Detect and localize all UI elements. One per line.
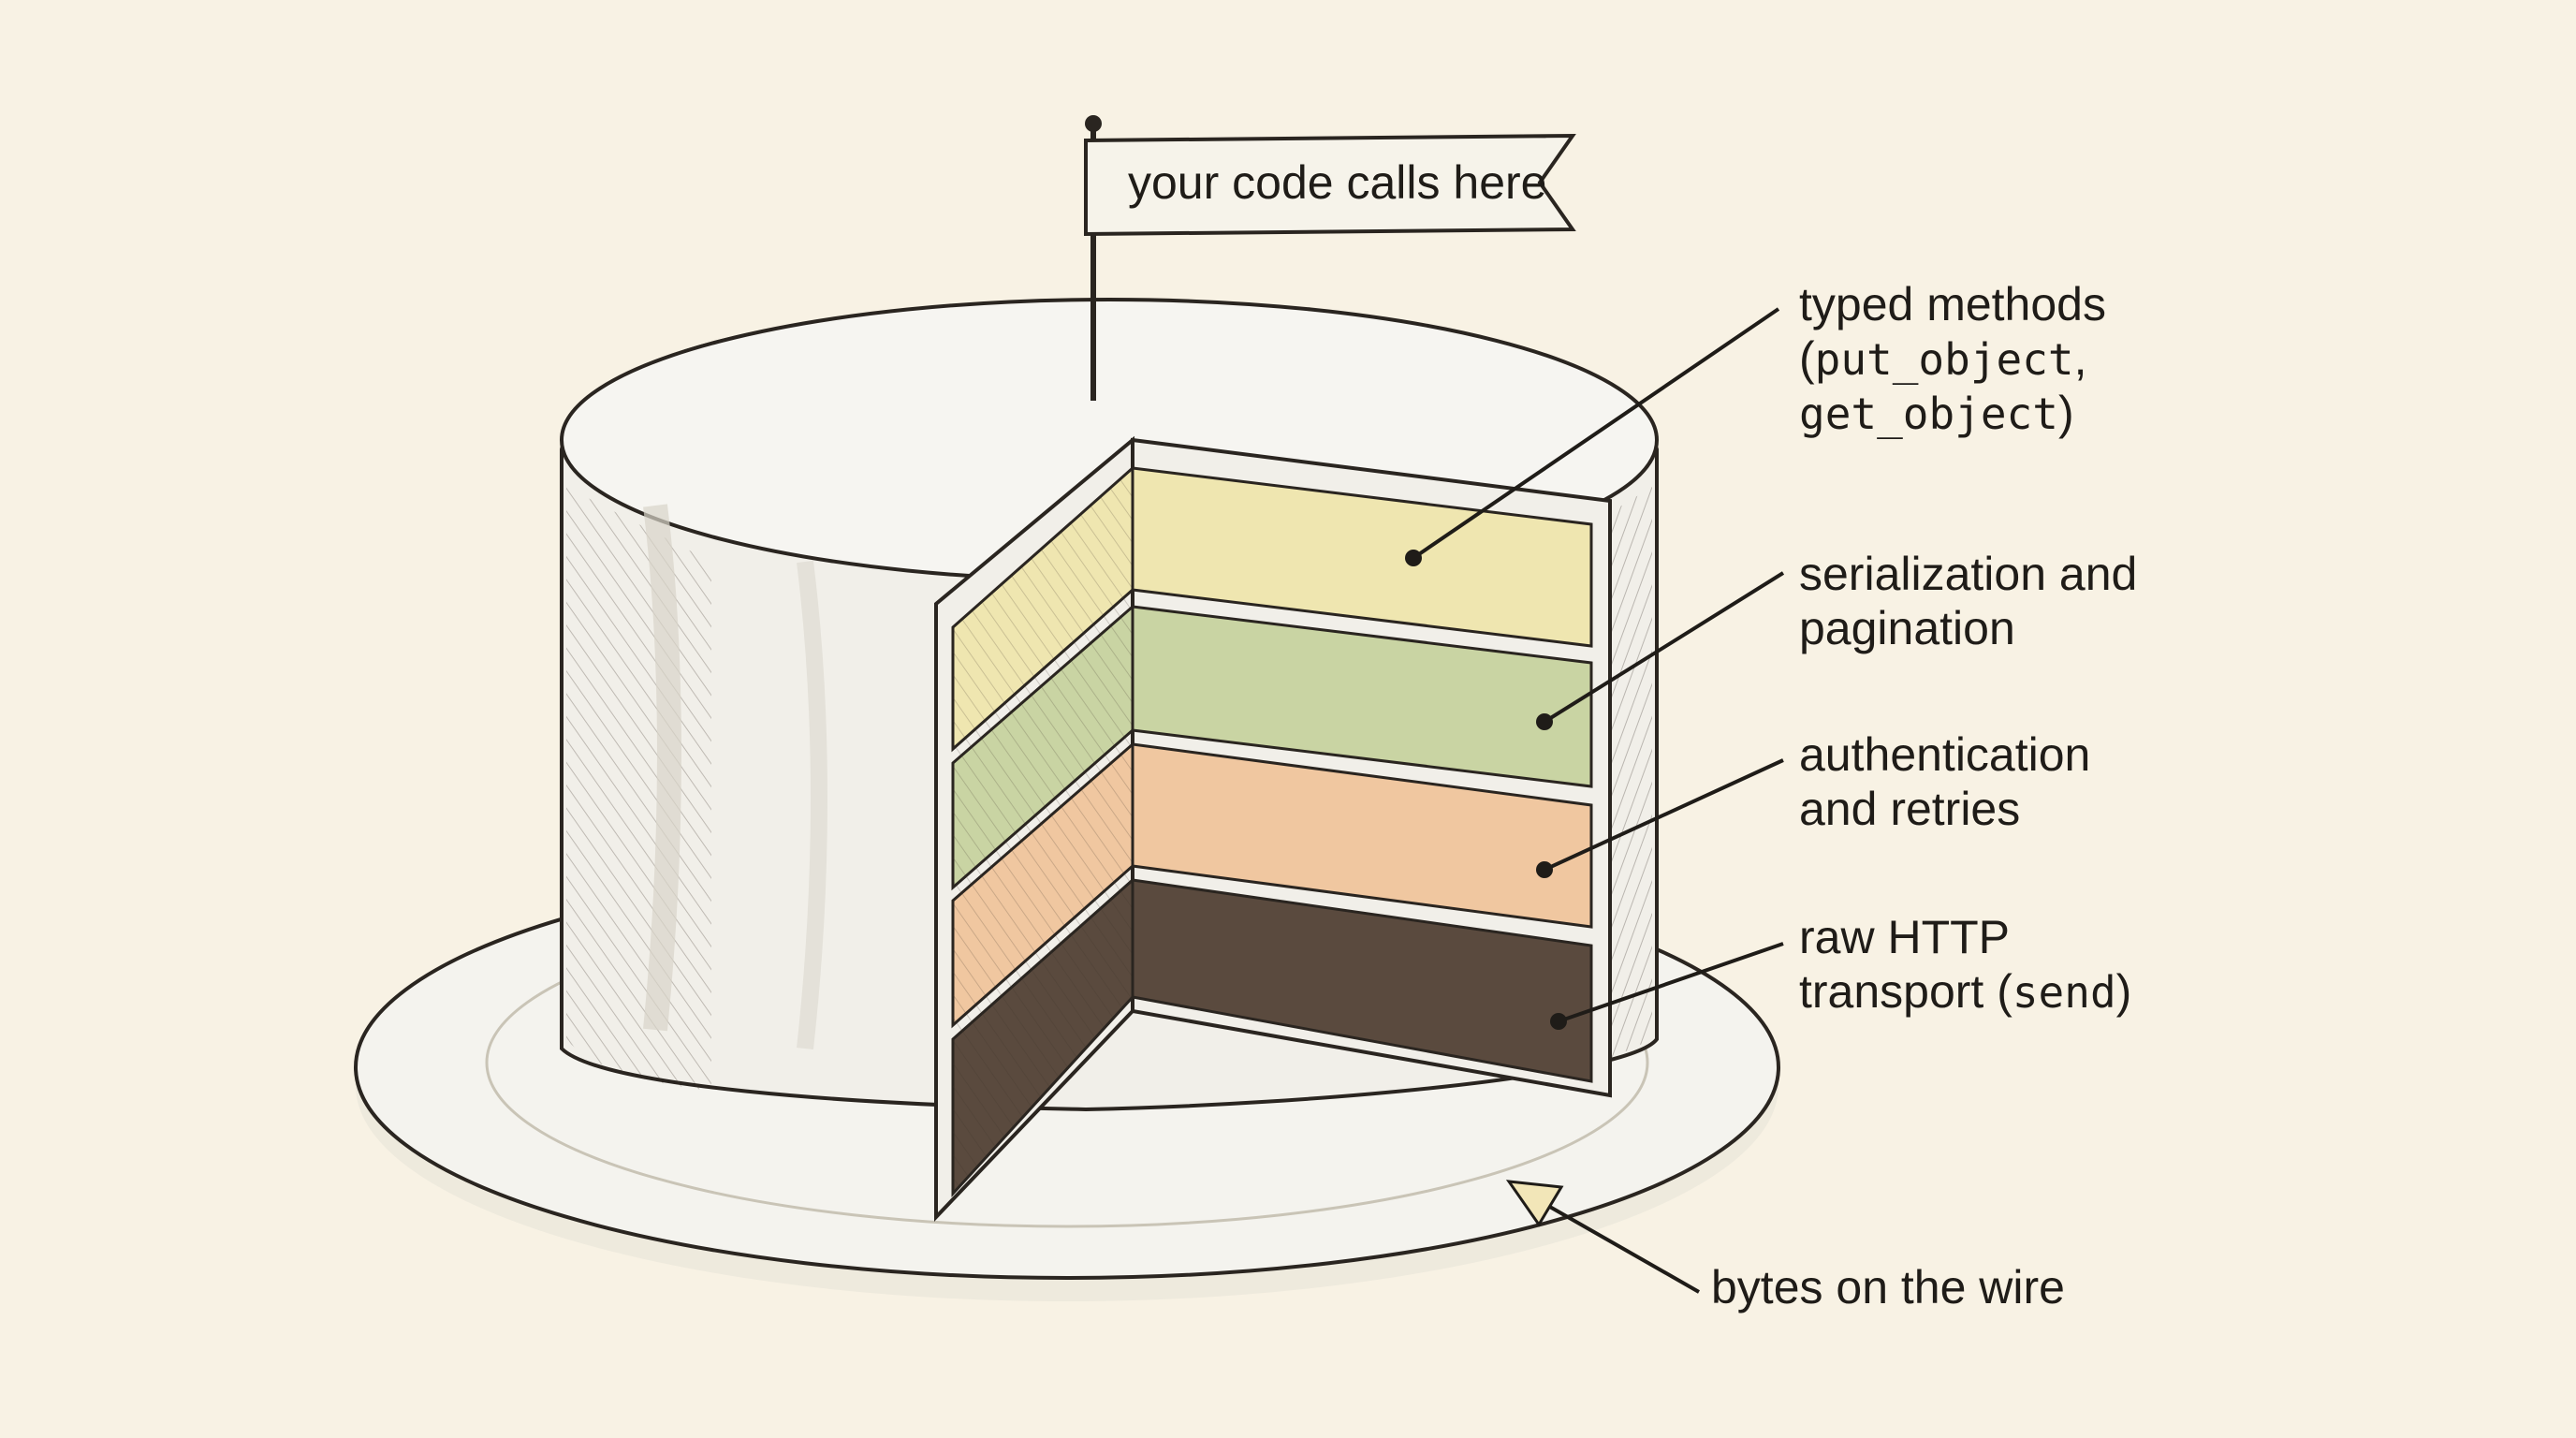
callout-lines	[1405, 307, 1785, 1294]
label-serialization-line-1: serialization and	[1799, 548, 2137, 600]
plate-label: bytes on the wire	[1711, 1261, 2065, 1313]
label-authentication-line-1: authentication	[1799, 728, 2090, 781]
flag: your code calls here	[1084, 115, 1576, 401]
label-transport-line-2: transport (send)	[1799, 965, 2131, 1018]
label-typed-methods-line-3: get_object)	[1799, 387, 2074, 439]
label-serialization-line-2: pagination	[1799, 602, 2015, 654]
label-typed-methods-line-2: (put_object,	[1799, 332, 2087, 385]
flag-label: your code calls here	[1128, 156, 1546, 209]
cake-cutout	[934, 435, 1612, 1222]
callout-labels: typed methods(put_object,get_object)seri…	[1799, 278, 2137, 1018]
label-transport-line-1: raw HTTP	[1799, 911, 2010, 963]
layer-typed-methods	[1131, 466, 1593, 648]
layer-transport	[1131, 878, 1593, 1083]
layer-authentication	[1131, 742, 1593, 929]
label-typed-methods-line-1: typed methods	[1799, 278, 2106, 330]
label-authentication-line-2: and retries	[1799, 783, 2020, 835]
layer-serialization	[1131, 605, 1593, 788]
